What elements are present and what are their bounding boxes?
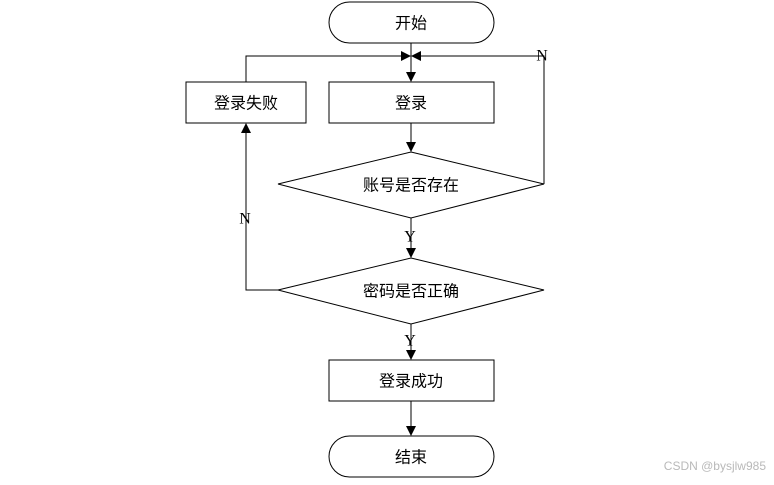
login-success-label: 登录成功 — [379, 372, 443, 391]
arrowhead-into-password-decision — [406, 248, 416, 258]
arrowhead-into-login-from-start — [406, 72, 416, 82]
end-terminal — [328, 435, 495, 478]
arrowhead-into-login-failed — [241, 123, 251, 133]
login-failed-label: 登录失败 — [214, 94, 278, 113]
watermark-text: CSDN @bysjlw985 — [663, 459, 766, 473]
account-exists-label: 账号是否存在 — [363, 176, 459, 195]
failed-to-login-connector — [245, 55, 403, 82]
login-success-box — [328, 359, 495, 402]
arrowhead-into-account-decision — [406, 142, 416, 152]
start-label: 开始 — [395, 14, 427, 33]
password-no-connector — [245, 130, 278, 291]
account-no-label: N — [536, 48, 548, 65]
arrowhead-into-end — [406, 426, 416, 436]
password-correct-label: 密码是否正确 — [363, 282, 459, 301]
account-no-loop-connector — [419, 55, 545, 184]
arrowhead-loop-from-left — [401, 51, 411, 61]
login-process-box — [328, 81, 495, 124]
arrowhead-into-login-success — [406, 350, 416, 360]
password-yes-label: Y — [404, 333, 416, 350]
end-label: 结束 — [395, 448, 427, 467]
password-no-label: N — [239, 211, 251, 228]
account-yes-label: Y — [404, 229, 416, 246]
login-label: 登录 — [395, 94, 427, 113]
arrowhead-loop-from-right — [411, 51, 421, 61]
